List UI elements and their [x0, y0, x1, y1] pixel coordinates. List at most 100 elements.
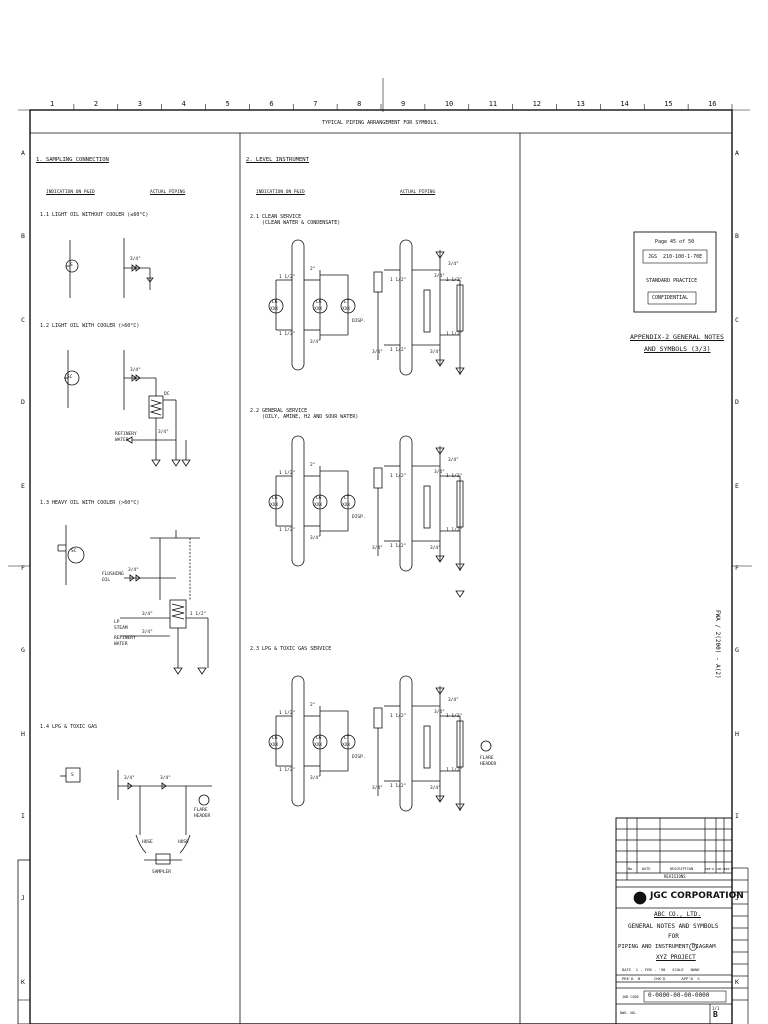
row-label: B	[21, 232, 25, 240]
level-gauge	[373, 271, 383, 293]
item-1-2-label: 1.2 LIGHT OIL WITH COOLER (>60°C)	[40, 323, 140, 329]
client-name: ABC CO., LTD.	[654, 911, 701, 918]
item-2-2-label: 2.2 GENERAL SERVICE (OILY, AMINE, H2 AND…	[250, 408, 359, 420]
vessel	[291, 435, 305, 567]
level-label: XXX	[270, 307, 279, 312]
lt-bubble	[340, 298, 356, 314]
level-label: 3/4"	[372, 546, 383, 551]
lg-bubble	[268, 494, 284, 510]
refinery-water-label: REFINERY WATER	[115, 432, 137, 443]
row-label: C	[735, 316, 739, 324]
item-2-3-label: 2.3 LPG & TOXIC GAS SERVICE	[250, 646, 332, 652]
flare-header-symbol-1-4	[198, 794, 210, 806]
sampling-connection-drawings	[57, 238, 212, 865]
revisions-label: REVISIONS	[664, 874, 686, 879]
level-label: DISP.	[352, 755, 366, 760]
sample-bubble-1-4	[65, 767, 81, 783]
level-label: 1 1/2"	[390, 348, 407, 353]
hose-label: HOSE	[178, 840, 189, 845]
level-label: XXX	[342, 743, 351, 748]
level-label: 1 1/2"	[390, 784, 407, 789]
column-label: 12	[533, 100, 541, 108]
row-label: K	[735, 978, 739, 986]
row-label: A	[21, 149, 25, 157]
row-label: F	[735, 564, 739, 572]
row-label: G	[735, 646, 739, 654]
section-2-col-b: ACTUAL PIPING	[400, 190, 436, 195]
side-note: FWA / 2(200) - A(2)	[714, 610, 721, 679]
vessel	[291, 239, 305, 371]
row-label: E	[735, 482, 739, 490]
level-label: 1 1/2"	[446, 474, 463, 479]
row-label: F	[21, 564, 25, 572]
company-name: JGC CORPORATION	[650, 891, 744, 901]
row-label: E	[21, 482, 25, 490]
row-label: D	[735, 398, 739, 406]
sampler-label: SAMPLER	[152, 870, 171, 875]
rev-col-date: DATE	[642, 867, 651, 871]
level-label: 2"	[310, 463, 316, 468]
column-label: 1	[50, 100, 54, 108]
level-label: 1 1/2"	[446, 768, 463, 773]
level-label: 3/4"	[430, 546, 441, 551]
row-label: D	[21, 398, 25, 406]
level-label: XXX	[270, 503, 279, 508]
drain	[435, 251, 465, 375]
level-label: 1 1/2"	[390, 278, 407, 283]
level-label: 1 1/2"	[279, 711, 296, 716]
dwg-no-label: DWG. NO.	[620, 1011, 637, 1015]
column-label: 2	[94, 100, 98, 108]
level-label: 3/4"	[310, 536, 321, 541]
level-label: FLARE HEADER	[480, 756, 497, 767]
item-1-4-label: 1.4 LPG & TOXIC GAS	[40, 724, 98, 730]
drawing-title-1: GENERAL NOTES AND SYMBOLS	[628, 923, 719, 930]
sample-bubble-1-1	[65, 259, 79, 273]
job-code-label: JOB CODE	[622, 995, 639, 999]
level-label: 3/4"	[434, 470, 445, 475]
item-1-3-label: 1.3 HEAVY OIL WITH COOLER (>60°C)	[40, 500, 140, 506]
size-label: 3/4"	[160, 776, 171, 781]
flare-header-label: FLARE HEADER	[194, 808, 211, 819]
level-label: 3/4"	[434, 710, 445, 715]
row-label: I	[21, 812, 25, 820]
level-label: DISP.	[352, 515, 366, 520]
drawing-title-3: PIPING AND INSTRUMENT DIAGRAM	[618, 944, 716, 950]
lg-bubble	[312, 734, 328, 750]
size-label: 3/4"	[130, 257, 141, 262]
date-row: DATE 1 - FEB - '98 SCALE NONE	[622, 967, 700, 972]
lp-steam-label: LP STEAM	[114, 620, 128, 631]
row-label: J	[21, 894, 25, 902]
vessel	[399, 239, 413, 376]
level-label: 1 1/2"	[446, 332, 463, 337]
document-box	[633, 231, 717, 313]
drain	[435, 687, 465, 811]
level-label: XXX	[270, 743, 279, 748]
column-label: 5	[225, 100, 229, 108]
sample-bubble-1-3	[67, 546, 85, 564]
sheet-title: TYPICAL PIPING ARRANGEMENT FOR SYMBOLS.	[322, 120, 440, 126]
level-label: 3/4"	[430, 786, 441, 791]
column-label: 8	[357, 100, 361, 108]
level-label: 1 1/2"	[390, 474, 407, 479]
size-label: 3/4"	[130, 368, 141, 373]
confidential-label: CONFIDENTIAL	[652, 295, 689, 301]
level-label: LG	[272, 496, 278, 501]
level-label: 1 1/2"	[446, 528, 463, 533]
column-label: 3	[138, 100, 142, 108]
level-label: 1 1/2"	[390, 544, 407, 549]
level-label: XXX	[342, 503, 351, 508]
level-label: 1 1/2"	[446, 278, 463, 283]
level-label: 3/4"	[448, 698, 459, 703]
appendix-title-2: AND SYMBOLS (3/3)	[644, 345, 711, 353]
level-label: 3/4"	[448, 262, 459, 267]
section-1-col-b: ACTUAL PIPING	[150, 190, 186, 195]
level-label: 2"	[310, 703, 316, 708]
item-1-1-label: 1.1 LIGHT OIL WITHOUT COOLER (≤60°C)	[40, 212, 149, 218]
rev-col-approved: APP'D	[724, 867, 734, 871]
level-label: XXX	[314, 503, 323, 508]
lt-bubble	[340, 494, 356, 510]
lg-bubble	[268, 734, 284, 750]
flushing-oil-label: FLUSHING OIL	[102, 572, 124, 583]
section-2-col-a: INDICATION ON P&ID	[256, 190, 305, 195]
